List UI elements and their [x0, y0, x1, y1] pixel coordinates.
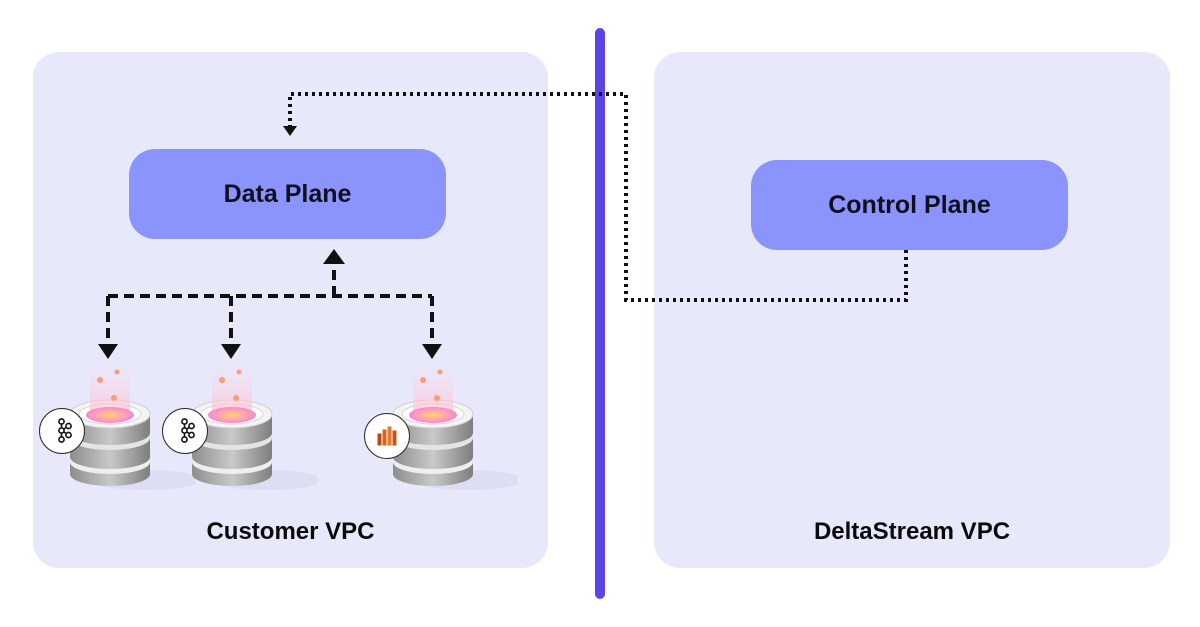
data-plane-node: Data Plane — [129, 149, 446, 239]
kafka-icon — [39, 408, 85, 454]
deltastream-vpc-label: DeltaStream VPC — [813, 518, 1011, 545]
database-stack — [69, 368, 195, 490]
aws-kinesis-icon — [364, 413, 410, 459]
deltastream-vpc-region: DeltaStream VPC — [654, 52, 1170, 568]
customer-vpc-label: Customer VPC — [206, 518, 375, 545]
kafka-icon — [162, 408, 208, 454]
database-stack — [191, 368, 317, 490]
control-plane-node: Control Plane — [751, 160, 1068, 250]
database-stack — [392, 368, 518, 490]
vpc-divider — [595, 28, 605, 599]
